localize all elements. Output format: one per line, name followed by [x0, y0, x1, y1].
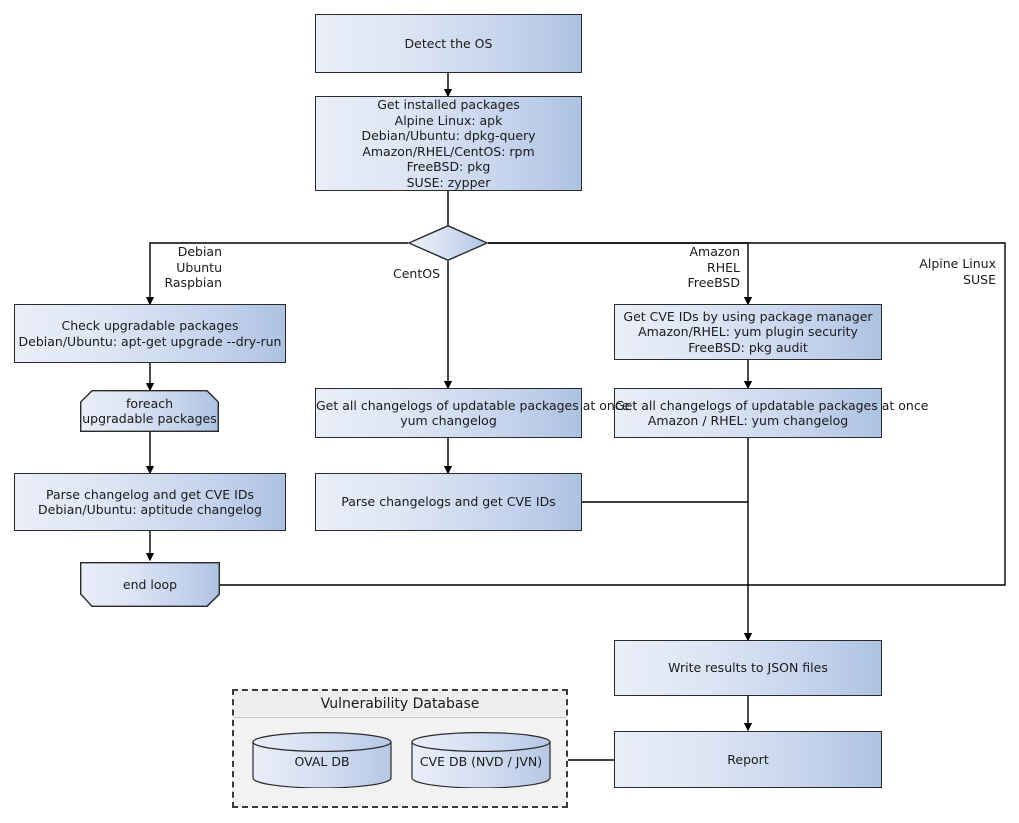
node-parse-changelogs-centos[interactable]: Parse changelogs and get CVE IDs: [315, 473, 582, 531]
branch-label-centos: CentOS: [392, 266, 440, 281]
database-cve-db[interactable]: CVE DB (NVD / JVN): [411, 732, 551, 789]
node-detect-os-label: Detect the OS: [404, 35, 493, 51]
database-oval-db[interactable]: OVAL DB: [252, 732, 392, 789]
diamond-shape: [407, 225, 489, 261]
node-end-loop-label: end loop: [122, 576, 178, 592]
node-detect-os[interactable]: Detect the OS: [315, 14, 582, 73]
node-decision-os[interactable]: [407, 225, 489, 261]
node-write-results[interactable]: Write results to JSON files: [614, 640, 882, 696]
node-report[interactable]: Report: [614, 731, 882, 788]
node-get-changelogs-centos[interactable]: Get all changelogs of updatable packages…: [315, 388, 630, 438]
vulnerability-database-title: Vulnerability Database: [320, 696, 480, 712]
cve-db-shape: [411, 732, 551, 789]
foreach-shape-outline: [80, 390, 219, 432]
vulnerability-database-group: Vulnerability Database OVAL DB: [232, 689, 568, 808]
oval-db-shape: [252, 732, 392, 789]
node-get-changelogs-centos-label: Get all changelogs of updatable packages…: [316, 397, 630, 429]
oval-db-label: OVAL DB: [294, 754, 350, 769]
end-loop-shape-outline: [80, 562, 220, 607]
end-loop-shape-fill: [80, 562, 220, 607]
node-write-results-label: Write results to JSON files: [668, 660, 828, 676]
node-end-loop[interactable]: end loop: [80, 562, 220, 607]
vulnerability-database-title-bar: Vulnerability Database: [234, 691, 566, 718]
cve-db-label: CVE DB (NVD / JVN): [419, 754, 543, 769]
node-report-label: Report: [727, 751, 769, 767]
node-get-changelogs-rhel[interactable]: Get all changelogs of updatable packages…: [614, 388, 929, 438]
foreach-shape-fill: [80, 390, 219, 432]
node-parse-changelogs-centos-label: Parse changelogs and get CVE IDs: [341, 494, 556, 510]
node-get-changelogs-rhel-label: Get all changelogs of updatable packages…: [615, 397, 929, 429]
